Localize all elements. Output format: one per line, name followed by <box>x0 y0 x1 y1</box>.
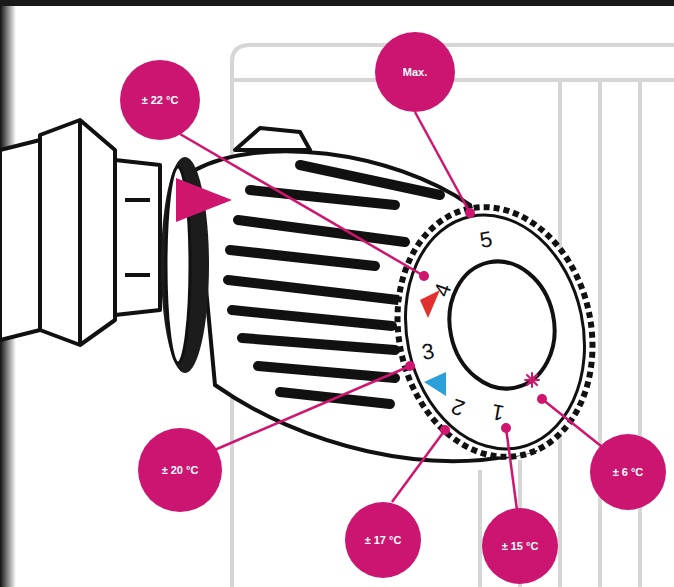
temperature-callout: ± 6 °C <box>590 434 666 510</box>
leader-dot <box>419 271 429 281</box>
leader-dot <box>465 208 475 218</box>
hex-edge <box>78 120 82 345</box>
pipe <box>0 140 40 340</box>
frost-symbol <box>525 373 539 387</box>
hex-nut <box>40 120 115 345</box>
callout-text: Max. <box>403 66 427 78</box>
leader-line <box>506 428 517 510</box>
leader-line <box>210 366 410 452</box>
rib <box>238 220 405 242</box>
photo-edge <box>0 0 674 6</box>
leader-line <box>180 134 424 276</box>
radiator-frame <box>232 45 674 587</box>
leader-lines <box>180 112 606 510</box>
leader-dots <box>405 208 547 435</box>
callout-text: ± 22 °C <box>142 94 179 106</box>
leader-dot <box>440 425 450 435</box>
cool-wedge <box>424 372 446 396</box>
knurled-rim <box>375 189 615 475</box>
set-marker <box>176 178 232 222</box>
adapter-edge <box>125 200 150 275</box>
top-tab <box>235 128 310 150</box>
rib <box>242 338 395 350</box>
callout-text: ± 6 °C <box>613 466 644 478</box>
adapter <box>115 160 160 315</box>
temperature-callout: ± 20 °C <box>138 428 222 512</box>
pipe-fitting <box>0 120 160 345</box>
leader-dot <box>537 394 547 404</box>
dial-center <box>438 252 566 399</box>
leader-line <box>415 112 470 213</box>
temperature-callout: ± 22 °C <box>120 60 200 140</box>
rib <box>228 280 398 300</box>
dial-face <box>384 198 605 465</box>
rib <box>300 165 440 195</box>
leader-dot <box>405 361 415 371</box>
temperature-callout: Max. <box>375 32 455 112</box>
leader-line <box>542 399 606 450</box>
rib <box>232 310 392 326</box>
rib <box>258 366 395 378</box>
temperature-callout: ± 15 °C <box>482 508 558 584</box>
callout-text: ± 20 °C <box>162 464 199 476</box>
rib <box>230 250 375 266</box>
temperature-callout: ± 17 °C <box>345 502 421 578</box>
rib <box>250 190 395 205</box>
callout-text: ± 15 °C <box>502 540 539 552</box>
snowflake <box>525 373 539 387</box>
leader-dot <box>501 423 511 433</box>
callout-text: ± 17 °C <box>365 534 402 546</box>
leader-line <box>392 430 445 502</box>
radiator-outline <box>232 45 674 587</box>
